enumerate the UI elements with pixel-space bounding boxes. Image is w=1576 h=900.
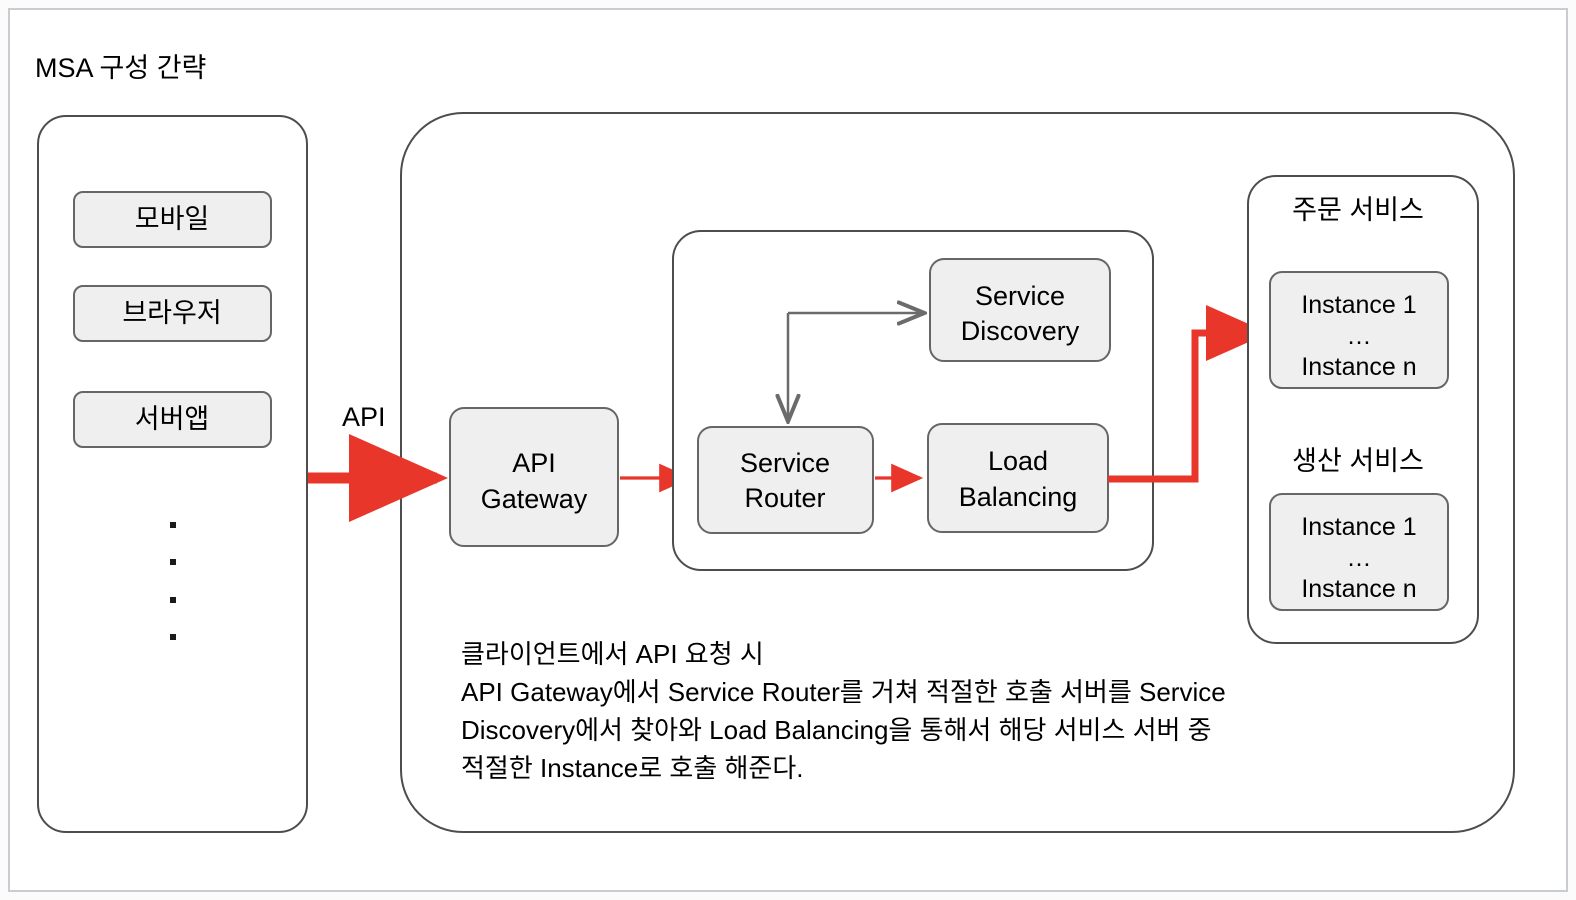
client-item-serverapp-label: 서버앱: [135, 404, 210, 434]
client-item-browser-label: 브라우저: [122, 298, 221, 328]
order-service-instances-box[interactable]: [1269, 271, 1449, 389]
service-discovery-label-line1: Service: [975, 281, 1065, 311]
client-ellipsis-dot-3: [170, 597, 176, 603]
client-item-serverapp-box[interactable]: [73, 391, 272, 448]
order-service-instance-ellipsis: …: [1347, 322, 1372, 350]
flow-description-line-3: Discovery에서 찾아와 Load Balancing을 통해서 해당 서…: [461, 715, 1212, 745]
client-item-mobile-label: 모바일: [135, 204, 210, 234]
service-router-label-line2: Router: [744, 483, 825, 513]
production-service-title: 생산 서비스: [1292, 446, 1424, 476]
api-label: API: [342, 402, 386, 432]
production-service-instances-box[interactable]: [1269, 493, 1449, 611]
api-gateway-label-line1: API: [512, 448, 556, 478]
load-balancing-label-line2: Balancing: [959, 482, 1078, 512]
flow-description-line-1: 클라이언트에서 API 요청 시: [461, 639, 764, 669]
production-service-instance-ellipsis: …: [1347, 544, 1372, 572]
client-item-mobile-box[interactable]: [73, 191, 272, 248]
flow-description-line-4: 적절한 Instance로 호출 해준다.: [461, 753, 803, 783]
page-frame: [8, 8, 1568, 892]
service-discovery-label-line2: Discovery: [961, 316, 1080, 346]
load-balancing-box[interactable]: [927, 423, 1109, 533]
order-service-title: 주문 서비스: [1292, 195, 1424, 225]
api-gateway-box[interactable]: [449, 407, 619, 547]
api-gateway-label-line2: Gateway: [481, 484, 588, 514]
client-ellipsis-dot-4: [170, 634, 176, 640]
service-router-label-line1: Service: [740, 448, 830, 478]
load-balancing-label-line1: Load: [988, 446, 1048, 476]
service-router-box[interactable]: [697, 426, 874, 534]
client-item-browser-box[interactable]: [73, 285, 272, 342]
page-title: MSA 구성 간략: [35, 53, 206, 83]
service-discovery-box[interactable]: [929, 258, 1111, 362]
order-service-instance-first: Instance 1: [1301, 291, 1416, 319]
client-ellipsis-dot-1: [170, 522, 176, 528]
client-ellipsis-dot-2: [170, 559, 176, 565]
arrow-loadbalancing-to-order-service: [1108, 305, 1269, 483]
production-service-instance-first: Instance 1: [1301, 513, 1416, 541]
flow-description-line-2: API Gateway에서 Service Router를 거쳐 적절한 호출 …: [461, 677, 1226, 707]
production-service-instance-last: Instance n: [1301, 575, 1416, 603]
order-service-instance-last: Instance n: [1301, 353, 1416, 381]
